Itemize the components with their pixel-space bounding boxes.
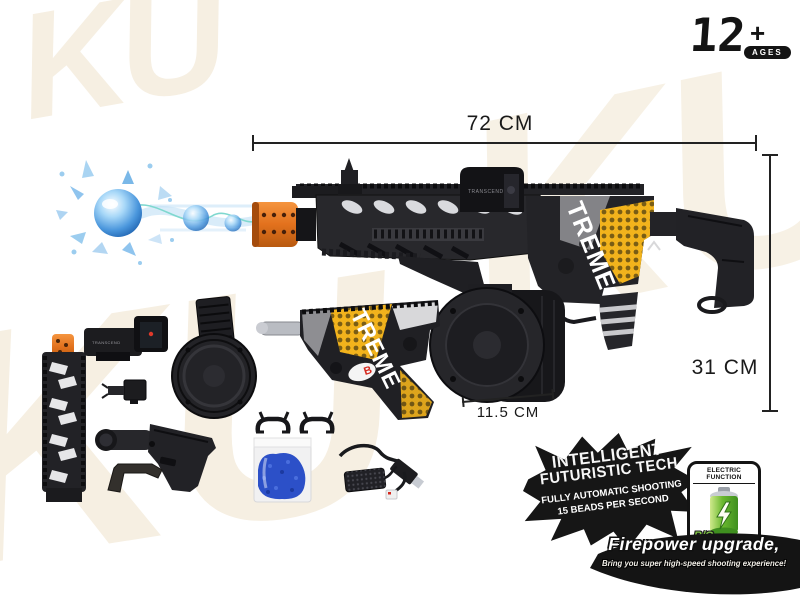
splash-shards: [56, 160, 174, 265]
rifle: TRANSCEND TREME: [252, 158, 754, 403]
battery-pack: [343, 465, 398, 493]
dimension-drum-label: 11.5 CM: [476, 404, 540, 421]
age-number: 12: [688, 8, 748, 62]
sight-brand-text: TRANSCEND: [92, 340, 121, 345]
gel-ball: [224, 214, 242, 232]
orange-muzzle: [252, 202, 298, 247]
electric-function-badge: ELECTRIC FUNCTION B/O: [687, 461, 761, 549]
front-sight: [338, 158, 362, 194]
connector-part: [101, 379, 147, 404]
dimension-tick: [755, 135, 757, 151]
red-dot-scope: TRANSCEND: [84, 316, 168, 361]
spare-drum-magazine: [171, 296, 257, 419]
dimension-height-label: 31 CM: [691, 356, 759, 379]
lightning-bolt-icon: [716, 501, 732, 530]
spare-buttstock: [95, 424, 216, 492]
flip-up-sights: [255, 411, 335, 434]
gel-ball: [94, 189, 142, 237]
logo-letter: B: [362, 364, 373, 378]
holo-sight: TRANSCEND: [460, 167, 524, 212]
gel-splash-effect: [56, 160, 261, 265]
banner-title: Firepower upgrade,: [608, 534, 780, 554]
angled-foregrip: [398, 256, 486, 294]
gel-beads-bag: [253, 437, 312, 503]
usb-charging-cable: [338, 443, 425, 500]
pistol-core: TREME B: [256, 300, 440, 420]
spare-angled-grip: [107, 463, 163, 493]
sight-brand-text: TRANSCEND: [468, 189, 504, 195]
dimension-tick: [252, 135, 254, 151]
drum-magazine: [429, 284, 565, 403]
electric-function-title: ELECTRIC FUNCTION: [693, 464, 755, 484]
banner-swoosh: [590, 533, 800, 595]
age-plus-sign: +: [750, 18, 766, 48]
banner-subtitle: Bring you super high-speed shooting expe…: [601, 559, 787, 568]
logo-pill: B: [348, 362, 376, 382]
spare-handguard-barrel: [42, 334, 86, 502]
dimension-tick: [762, 410, 778, 412]
gel-ball: [183, 205, 209, 231]
age-badge: 12 + AGES: [684, 8, 791, 64]
pistol-grip: [599, 292, 638, 350]
sling-loop: [697, 296, 727, 314]
stock: [647, 208, 754, 314]
dimension-line: [769, 154, 771, 412]
ages-pill: AGES: [744, 46, 791, 59]
accessories: TRANSCEND: [42, 296, 425, 503]
dimension-line: [252, 142, 757, 144]
receiver: TREME: [526, 196, 654, 304]
promo-banner: Firepower upgrade, Bring you super high-…: [588, 522, 800, 600]
dimension-tick: [762, 154, 778, 156]
dimension-length-label: 72 CM: [466, 112, 534, 135]
